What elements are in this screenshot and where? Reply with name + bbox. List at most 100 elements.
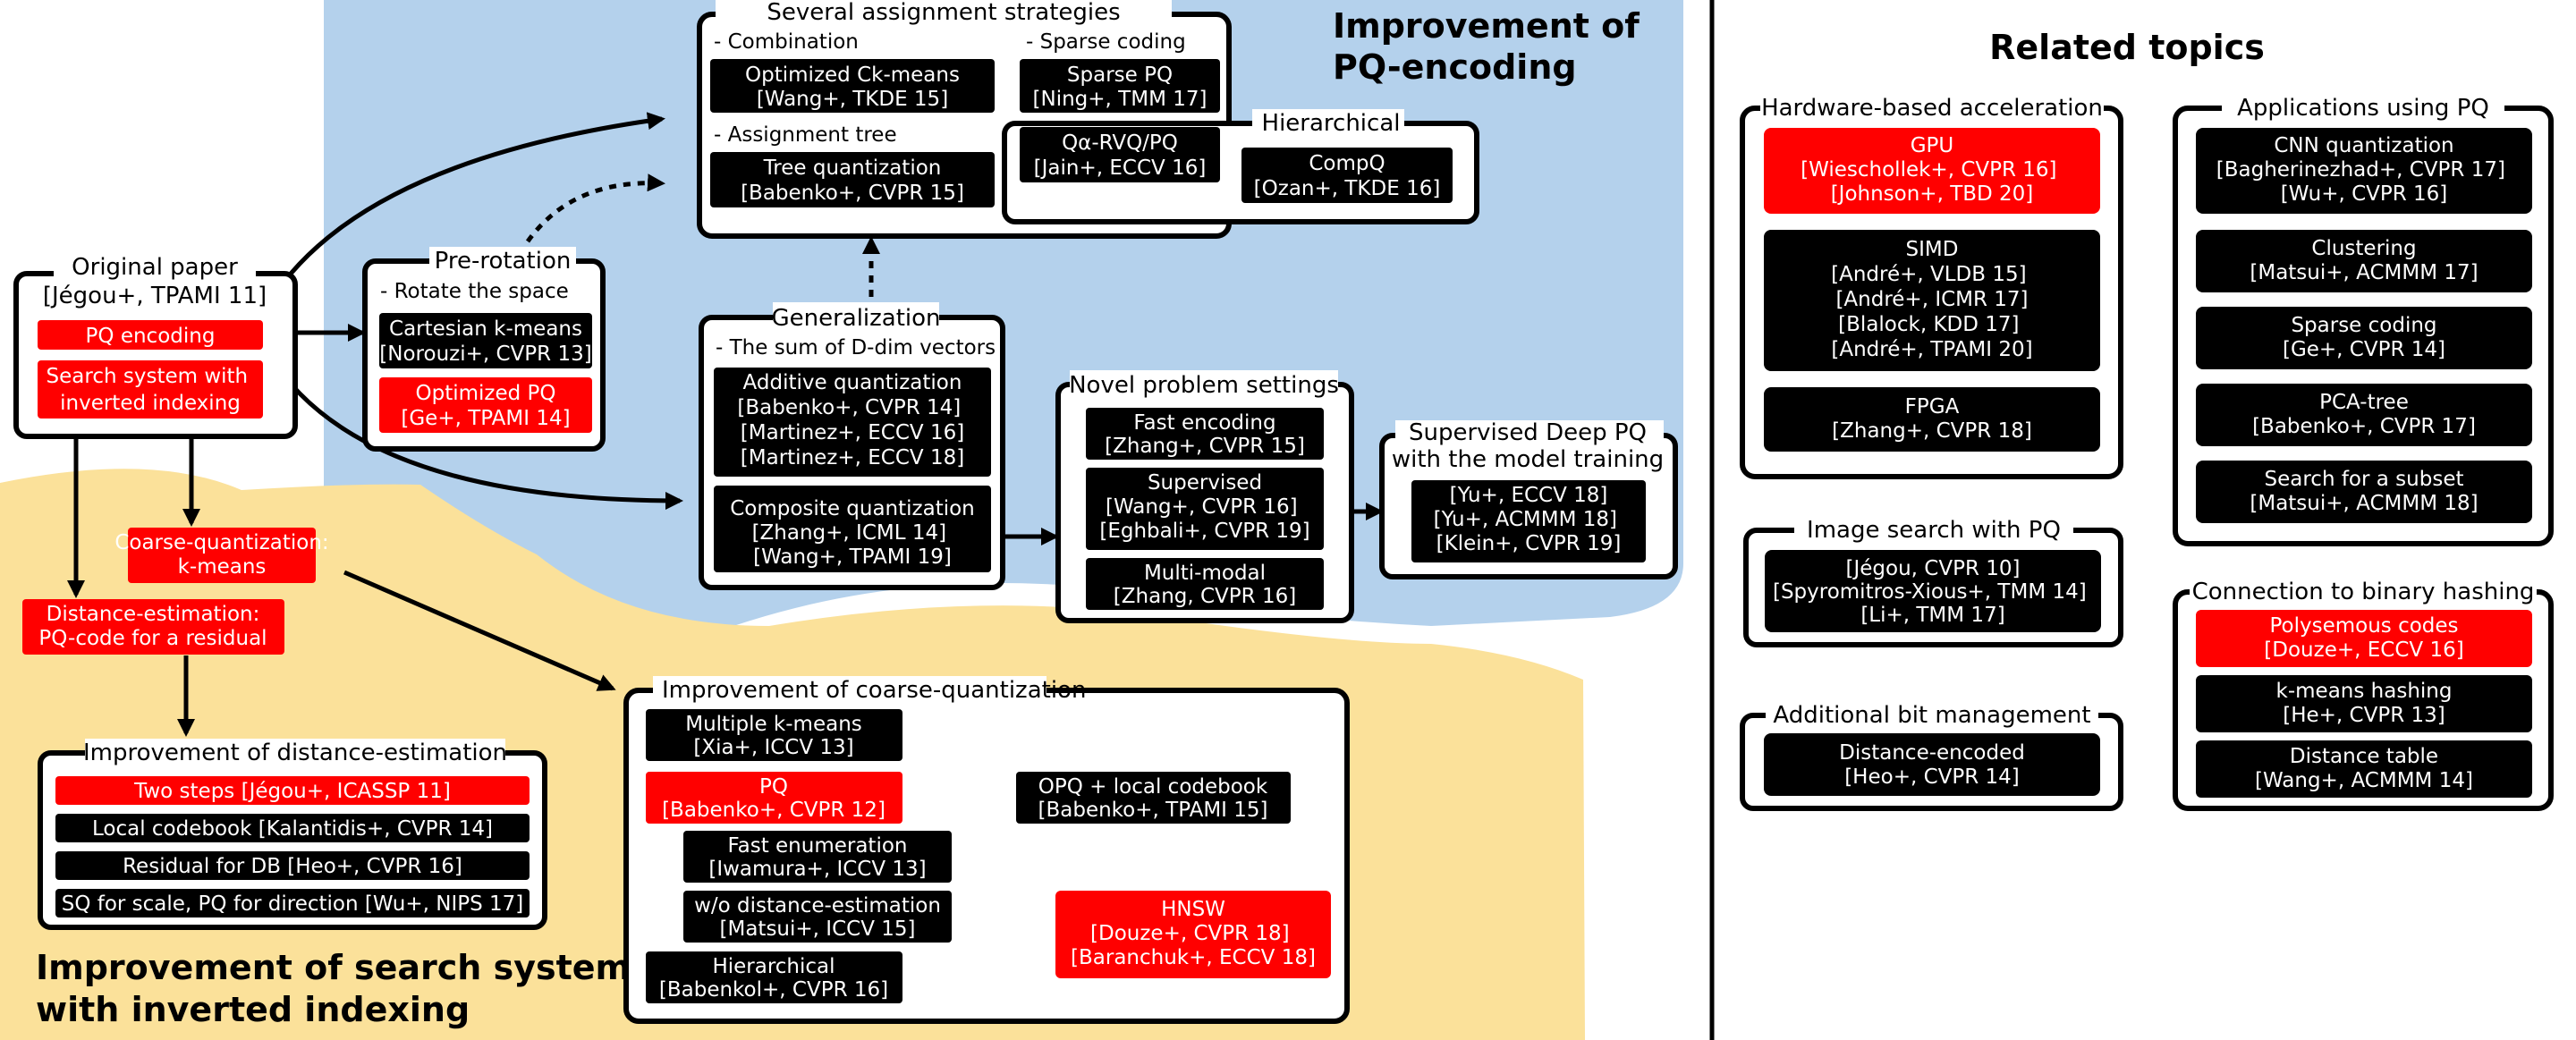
composite-quantization-box	[714, 486, 991, 572]
fpga-box	[1764, 387, 2100, 452]
pq-encoding-label: PQ encoding	[86, 325, 216, 348]
distance-estimation-box	[22, 599, 284, 655]
gpu-label: GPU[Wieschollek+, CVPR 16] [Johnson+, TB…	[1801, 134, 2063, 206]
wo-distance-box	[683, 891, 952, 943]
sq-scale-label: SQ for scale, PQ for direction [Wu+, NIP…	[62, 892, 524, 916]
fast-encoding-box	[1086, 408, 1324, 460]
improve-distance-group: Improvement of distance-estimation Two s…	[38, 739, 547, 930]
original-paper-cite: [Jégou+, TPAMI 11]	[43, 283, 267, 309]
tree-quantization-box	[710, 152, 995, 207]
image-search-group: Image search with PQ [Jégou, CVPR 10][Sp…	[1743, 515, 2123, 647]
multi-modal-label: Multi-modal[Zhang, CVPR 16]	[1114, 562, 1296, 608]
deep-pq-box	[1411, 480, 1646, 562]
sq-scale-box	[55, 889, 530, 917]
hierarchical-title: Hierarchical	[1262, 110, 1401, 137]
clustering-label: Clustering[Matsui+, ACMMM 17]	[2250, 237, 2478, 284]
additive-quantization-label: Additive quantization[Babenko+, CVPR 14]…	[737, 371, 967, 469]
bit-management-group: Additional bit management Distance-encod…	[1740, 700, 2123, 811]
qa-rvq-label: Qα-RVQ/PQ[Jain+, ECCV 16]	[1034, 131, 1207, 180]
multiple-kmeans-label: Multiple k-means[Xia+, ICCV 13]	[685, 713, 862, 759]
cnn-quantization-box	[2196, 128, 2532, 214]
assignment-title: Several assignment strategies	[767, 0, 1120, 26]
cnn-quantization-label: CNN quantization[Bagherinezhad+, CVPR 17…	[2216, 134, 2512, 206]
multiple-kmeans-box	[646, 709, 902, 761]
binary-hashing-title: Connection to binary hashing	[2192, 579, 2535, 605]
hnsw-label: HNSW[Douze+, CVPR 18] [Baranchuk+, ECCV …	[1071, 898, 1316, 969]
original-paper-title: Original paper	[72, 254, 238, 281]
sparse-coding-label: - Sparse coding	[1026, 30, 1186, 54]
fast-enumeration-box	[683, 831, 952, 883]
sparse-coding-app-label: Sparse coding[Ge+, CVPR 14]	[2283, 314, 2445, 361]
bit-management-title: Additional bit management	[1773, 702, 2090, 729]
search-system-box	[38, 360, 263, 419]
hierarchical-coarse-label: Hierarchical[Babenkol+, CVPR 16]	[659, 955, 888, 1002]
local-codebook-box	[55, 814, 530, 842]
search-subset-box	[2196, 461, 2532, 523]
related-topics-title: Related topics	[1989, 28, 2265, 67]
polysemous-label: Polysemous codes[Douze+, ECCV 16]	[2264, 614, 2463, 662]
fpga-label: FPGA[Zhang+, CVPR 18]	[1832, 395, 2032, 443]
improve-coarse-title: Improvement of coarse-quantization	[662, 677, 1086, 704]
two-steps-box	[55, 776, 530, 805]
distance-estimation-label: Distance-estimation:PQ-code for a residu…	[38, 603, 267, 650]
applications-title: Applications using PQ	[2237, 95, 2489, 122]
composite-quantization-label: Composite quantization[Zhang+, ICML 14] …	[730, 497, 975, 569]
supervised-label: Supervised[Wang+, CVPR 16] [Eghbali+, CV…	[1099, 471, 1309, 543]
compq-label: CompQ[Ozan+, TKDE 16]	[1254, 152, 1441, 200]
fast-enumeration-label: Fast enumeration[Iwamura+, ICCV 13]	[708, 834, 926, 881]
pre-rotation-sub: - Rotate the space	[380, 280, 569, 303]
sparse-pq-label: Sparse PQ[Ning+, TMM 17]	[1033, 63, 1208, 111]
search-system-label: Search system with inverted indexing	[47, 365, 255, 415]
simd-box	[1764, 230, 2100, 371]
multi-modal-box	[1086, 558, 1324, 610]
distance-encoded-label: Distance-encoded[Heo+, CVPR 14]	[1839, 741, 2025, 789]
hierarchical-coarse-box	[646, 951, 902, 1003]
image-search-label: [Jégou, CVPR 10][Spyromitros-Xious+, TMM…	[1773, 557, 2093, 627]
pca-tree-label: PCA-tree[Babenko+, CVPR 17]	[2252, 391, 2476, 438]
residual-db-box	[55, 851, 530, 880]
optimized-ck-means-label: Optimized Ck-means[Wang+, TKDE 15]	[745, 63, 960, 111]
deep-pq-label: [Yu+, ECCV 18][Yu+, ACMMM 18] [Klein+, C…	[1434, 484, 1624, 555]
coarse-kmeans-box	[128, 528, 316, 583]
coarse-kmeans-label: Coarse-quantization:k-means	[114, 531, 328, 579]
pre-rotation-group: Pre-rotation - Rotate the space Cartesia…	[362, 247, 606, 452]
residual-db-label: Residual for DB [Heo+, CVPR 16]	[123, 855, 462, 878]
improve-coarse-group: Improvement of coarse-quantization Multi…	[623, 676, 1350, 1024]
pq-coarse-label: PQ[Babenko+, CVPR 12]	[662, 775, 886, 822]
pq-encoding-title: Improvement of PQ-encoding	[1333, 6, 1651, 87]
sparse-coding-box	[2196, 307, 2532, 369]
distance-table-label: Distance table[Wang+, ACMMM 14]	[2255, 745, 2473, 792]
hierarchical-group: Hierarchical Qα-RVQ/PQ[Jain+, ECCV 16] C…	[1002, 109, 1479, 224]
polysemous-box	[2196, 610, 2532, 667]
simd-label: SIMD[André+, VLDB 15] [André+, ICMR 17][…	[1831, 238, 2033, 361]
search-subset-label: Search for a subset[Matsui+, ACMMM 18]	[2250, 468, 2478, 515]
hardware-group: Hardware-based acceleration GPU[Wieschol…	[1740, 93, 2123, 479]
wo-distance-label: w/o distance-estimation[Matsui+, ICCV 15…	[694, 894, 941, 941]
pq-coarse-box	[646, 772, 902, 824]
combination-label: - Combination	[714, 30, 859, 54]
pq-encoding-box	[38, 320, 263, 350]
assignment-tree-label: - Assignment tree	[714, 123, 897, 147]
opq-local-label: OPQ + local codebook[Babenko+, TPAMI 15]	[1038, 775, 1268, 822]
image-search-box	[1765, 550, 2101, 632]
generalization-sub: - The sum of D-dim vectors	[716, 336, 996, 359]
clustering-box	[2196, 230, 2532, 292]
kmeans-hashing-label: k-means hashing[He+, CVPR 13]	[2276, 680, 2453, 727]
original-paper-group: Original paper [Jégou+, TPAMI 11] PQ enc…	[13, 252, 298, 439]
pre-rotation-title: Pre-rotation	[435, 248, 572, 275]
cartesian-kmeans-label: Cartesian k-means[Norouzi+, CVPR 13]	[379, 317, 591, 366]
two-steps-label: Two steps [Jégou+, ICASSP 11]	[133, 780, 451, 803]
pca-tree-box	[2196, 384, 2532, 446]
supervised-box	[1086, 468, 1324, 550]
optimized-pq-label: Optimized PQ[Ge+, TPAMI 14]	[401, 382, 570, 430]
assignment-strategies-group: Several assignment strategies - Combinat…	[697, 0, 1232, 239]
tree-quantization-label: Tree quantization[Babenko+, CVPR 15]	[741, 156, 964, 205]
cartesian-kmeans-box	[379, 313, 592, 368]
novel-problem-title: Novel problem settings	[1069, 372, 1339, 399]
applications-group: Applications using PQ CNN quantization[B…	[2173, 93, 2554, 546]
improve-distance-title: Improvement of distance-estimation	[83, 740, 507, 766]
novel-problem-group: Novel problem settings Fast encoding[Zha…	[1055, 370, 1354, 623]
